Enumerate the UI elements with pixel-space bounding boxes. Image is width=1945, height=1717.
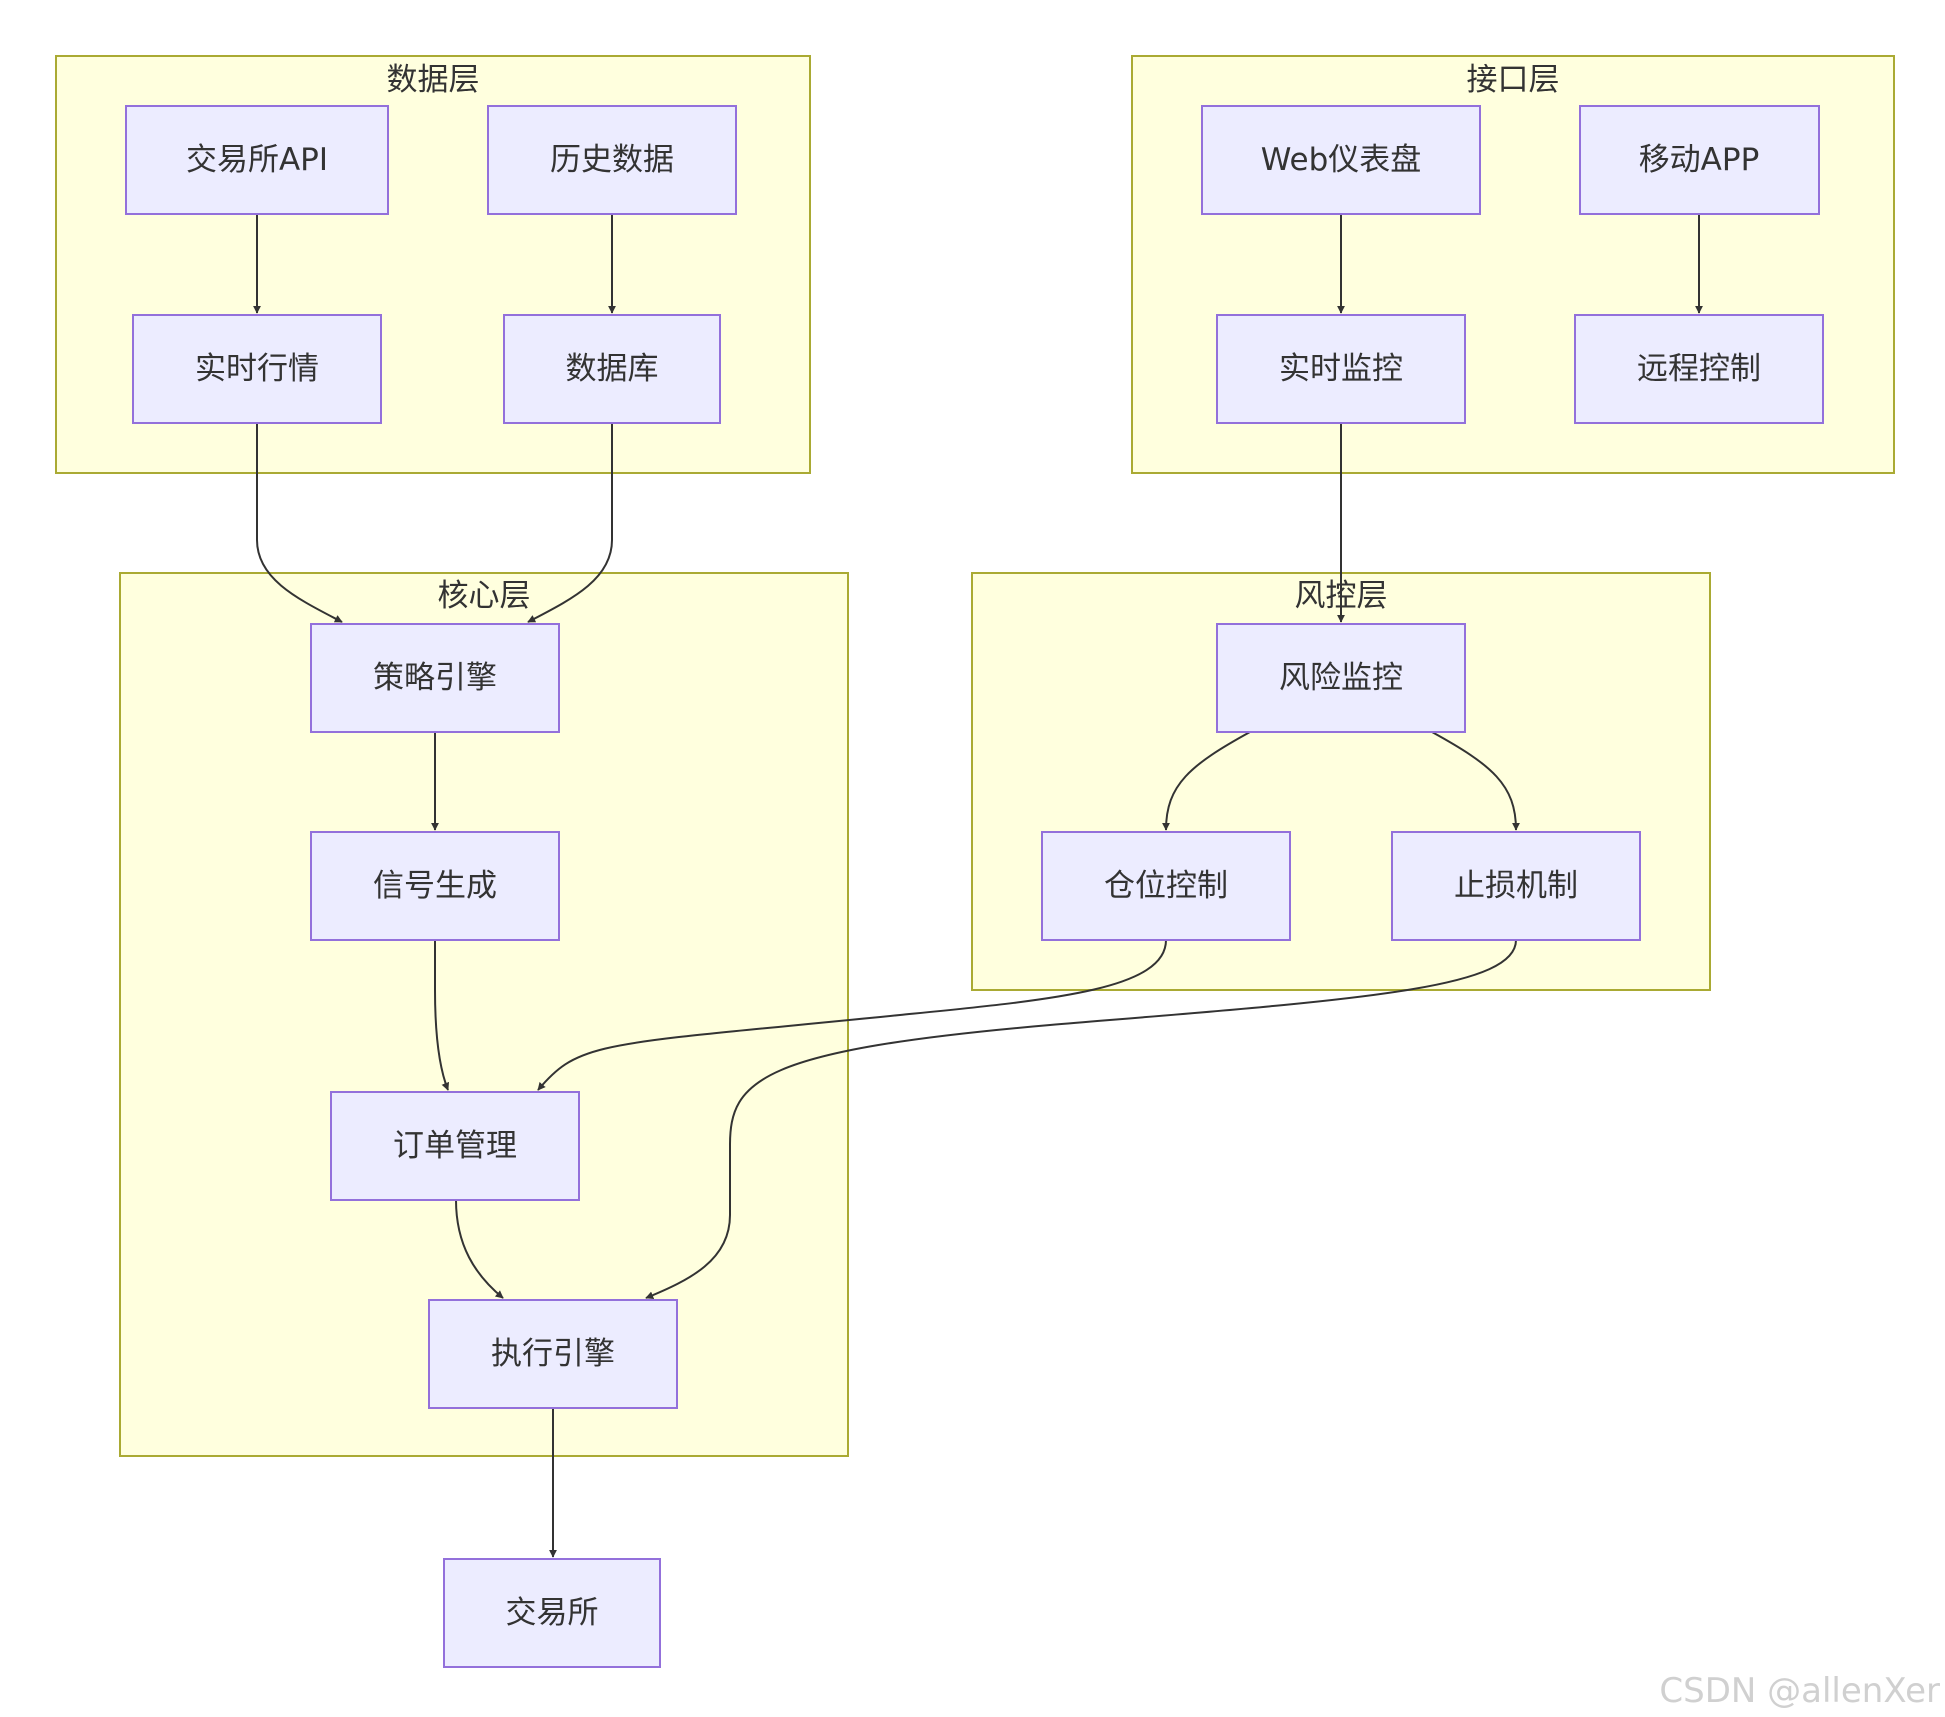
node-realtime-monitor[interactable]: 实时监控 bbox=[1216, 314, 1466, 424]
node-web-dashboard[interactable]: Web仪表盘 bbox=[1201, 105, 1481, 215]
node-history-data-label: 历史数据 bbox=[550, 142, 674, 178]
node-database-label: 数据库 bbox=[566, 351, 659, 387]
node-exec-engine[interactable]: 执行引擎 bbox=[428, 1299, 678, 1409]
node-realtime-quote[interactable]: 实时行情 bbox=[132, 314, 382, 424]
node-stop-loss-label: 止损机制 bbox=[1454, 868, 1578, 904]
cluster-data-layer-title: 数据层 bbox=[387, 62, 480, 98]
node-order-mgmt-label: 订单管理 bbox=[393, 1128, 517, 1164]
node-remote-control[interactable]: 远程控制 bbox=[1574, 314, 1824, 424]
edge-stop-loss-to-exec-engine bbox=[645, 939, 1517, 1299]
node-database[interactable]: 数据库 bbox=[503, 314, 721, 424]
node-web-dashboard-label: Web仪表盘 bbox=[1261, 142, 1422, 178]
edge-database-to-strategy-engine bbox=[527, 423, 613, 623]
edge-position-ctrl-to-order-mgmt bbox=[537, 939, 1167, 1091]
node-strategy-engine-label: 策略引擎 bbox=[373, 660, 497, 696]
node-exchange-api[interactable]: 交易所API bbox=[125, 105, 389, 215]
node-exec-engine-label: 执行引擎 bbox=[491, 1336, 615, 1372]
node-strategy-engine[interactable]: 策略引擎 bbox=[310, 623, 560, 733]
node-signal-gen[interactable]: 信号生成 bbox=[310, 831, 560, 941]
edge-risk-monitor-to-position-ctrl bbox=[1162, 731, 1251, 831]
node-risk-monitor[interactable]: 风险监控 bbox=[1216, 623, 1466, 733]
edge-order-mgmt-to-exec-engine bbox=[455, 1199, 504, 1299]
edge-realtime-quote-to-strategy-engine bbox=[256, 423, 343, 623]
watermark: CSDN @allenXer bbox=[1659, 1671, 1940, 1711]
node-mobile-app-label: 移动APP bbox=[1639, 142, 1760, 178]
node-stop-loss[interactable]: 止损机制 bbox=[1391, 831, 1641, 941]
node-exchange[interactable]: 交易所 bbox=[443, 1558, 661, 1668]
cluster-core-layer-title: 核心层 bbox=[438, 578, 531, 614]
node-order-mgmt[interactable]: 订单管理 bbox=[330, 1091, 580, 1201]
node-position-ctrl[interactable]: 仓位控制 bbox=[1041, 831, 1291, 941]
node-remote-control-label: 远程控制 bbox=[1637, 351, 1761, 387]
edge-signal-gen-to-order-mgmt bbox=[434, 940, 450, 1091]
node-history-data[interactable]: 历史数据 bbox=[487, 105, 737, 215]
edges bbox=[253, 214, 1703, 1558]
node-exchange-label: 交易所 bbox=[506, 1595, 599, 1631]
edge-risk-monitor-to-stop-loss bbox=[1431, 731, 1520, 831]
node-realtime-monitor-label: 实时监控 bbox=[1279, 351, 1403, 387]
node-exchange-api-label: 交易所API bbox=[186, 142, 328, 178]
node-signal-gen-label: 信号生成 bbox=[373, 868, 497, 904]
cluster-interface-layer-title: 接口层 bbox=[1467, 62, 1560, 98]
node-mobile-app[interactable]: 移动APP bbox=[1579, 105, 1820, 215]
node-risk-monitor-label: 风险监控 bbox=[1279, 660, 1403, 696]
node-position-ctrl-label: 仓位控制 bbox=[1104, 868, 1228, 904]
node-realtime-quote-label: 实时行情 bbox=[195, 351, 319, 387]
